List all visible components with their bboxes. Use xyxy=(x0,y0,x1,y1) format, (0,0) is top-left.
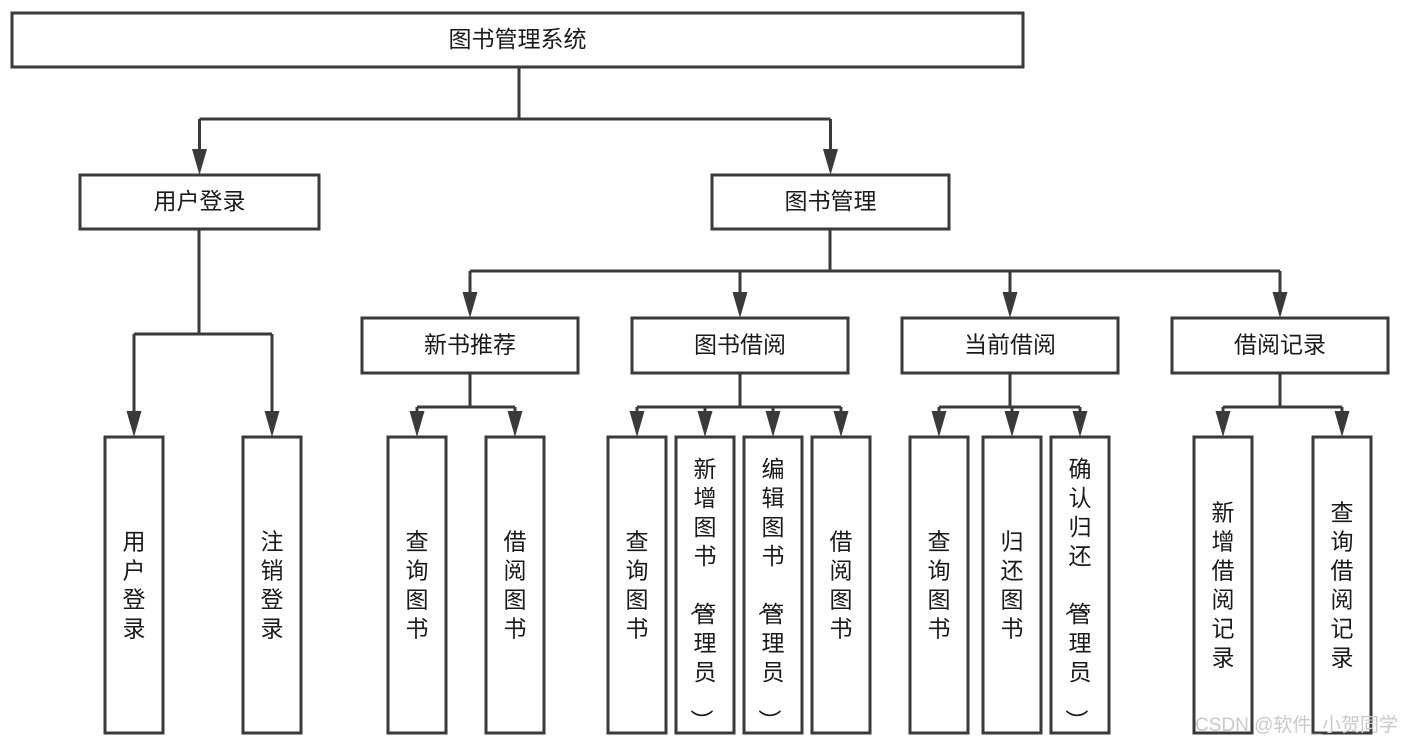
node-b-query[interactable]: 查询图书 xyxy=(606,435,668,735)
node-layer: 图书管理系统用户登录图书管理新书推荐图书借阅当前借阅借阅记录用户登录注销登录查询… xyxy=(10,11,1390,735)
node-c-confirm[interactable]: 确认归还（管理员） xyxy=(1049,435,1111,735)
node-label: 图书借阅 xyxy=(694,332,786,358)
node-box xyxy=(360,316,580,375)
node-n-query[interactable]: 查询图书 xyxy=(386,435,448,735)
arrow-head-icon xyxy=(462,292,478,318)
node-current[interactable]: 当前借阅 xyxy=(900,316,1120,375)
connector-group-newbook xyxy=(409,373,523,437)
node-login[interactable]: 用户登录 xyxy=(78,173,321,231)
node-label: 借阅图书 xyxy=(504,529,527,642)
node-box xyxy=(710,173,951,231)
node-label: 新增图书（管理员） xyxy=(689,456,717,732)
node-records[interactable]: 借阅记录 xyxy=(1170,316,1390,375)
node-box xyxy=(674,435,736,735)
node-box xyxy=(241,435,303,735)
connector-group-root xyxy=(192,67,838,175)
node-c-query[interactable]: 查询图书 xyxy=(908,435,970,735)
node-label: 确认归还（管理员） xyxy=(1064,456,1092,732)
node-label: 查询借阅记录 xyxy=(1331,500,1354,671)
node-box xyxy=(1049,435,1111,735)
arrow-head-icon xyxy=(1072,411,1088,437)
node-n-borrow[interactable]: 借阅图书 xyxy=(484,435,546,735)
connector-group-bookmgmt xyxy=(462,229,1288,318)
node-label: 当前借阅 xyxy=(964,332,1056,358)
arrow-head-icon xyxy=(1004,411,1020,437)
node-label: 查询图书 xyxy=(406,529,429,642)
node-box xyxy=(981,435,1043,735)
node-box xyxy=(1192,435,1254,735)
node-b-lend[interactable]: 借阅图书 xyxy=(810,435,872,735)
node-label: 借阅记录 xyxy=(1234,332,1326,358)
node-label: 注销登录 xyxy=(261,529,284,642)
arrow-head-icon xyxy=(1272,292,1288,318)
node-l-logout[interactable]: 注销登录 xyxy=(241,435,303,735)
node-box xyxy=(606,435,668,735)
connector-group-login xyxy=(126,229,280,437)
node-label: 查询图书 xyxy=(928,529,951,642)
node-root[interactable]: 图书管理系统 xyxy=(10,11,1025,69)
node-bookmgmt[interactable]: 图书管理 xyxy=(710,173,951,231)
node-newbook[interactable]: 新书推荐 xyxy=(360,316,580,375)
node-b-add[interactable]: 新增图书（管理员） xyxy=(674,435,736,735)
node-label: 查询图书 xyxy=(626,529,649,642)
node-box xyxy=(1311,435,1373,735)
connector-group-records xyxy=(1215,373,1350,437)
arrow-head-icon xyxy=(629,411,645,437)
node-label: 用户登录 xyxy=(123,529,146,642)
arrow-head-icon xyxy=(1215,411,1231,437)
node-box xyxy=(386,435,448,735)
node-label: 新增借阅记录 xyxy=(1212,500,1235,671)
node-r-add[interactable]: 新增借阅记录 xyxy=(1192,435,1254,735)
node-box xyxy=(908,435,970,735)
node-label: 图书管理系统 xyxy=(449,26,587,52)
node-box xyxy=(900,316,1120,375)
connector-layer xyxy=(126,67,1350,437)
arrow-head-icon xyxy=(823,149,838,175)
node-label: 新书推荐 xyxy=(424,332,516,358)
node-label: 借阅图书 xyxy=(830,529,853,642)
arrow-head-icon xyxy=(192,149,207,175)
arrow-head-icon xyxy=(697,411,713,437)
node-c-return[interactable]: 归还图书 xyxy=(981,435,1043,735)
csdn-watermark: CSDN @软件_小贺同学 xyxy=(1195,714,1398,736)
node-box xyxy=(10,11,1025,69)
node-box xyxy=(1170,316,1390,375)
node-box xyxy=(630,316,850,375)
arrow-head-icon xyxy=(1334,411,1350,437)
node-box xyxy=(742,435,804,735)
arrow-head-icon xyxy=(931,411,947,437)
arrow-head-icon xyxy=(732,292,748,318)
connector-group-current xyxy=(931,373,1088,437)
node-box xyxy=(78,173,321,231)
arrow-head-icon xyxy=(126,411,142,437)
arrow-head-icon xyxy=(264,411,280,437)
node-borrow[interactable]: 图书借阅 xyxy=(630,316,850,375)
node-box xyxy=(484,435,546,735)
node-b-edit[interactable]: 编辑图书（管理员） xyxy=(742,435,804,735)
arrow-head-icon xyxy=(1002,292,1018,318)
arrow-head-icon xyxy=(507,411,523,437)
arrow-head-icon xyxy=(409,411,425,437)
node-label: 编辑图书（管理员） xyxy=(757,456,785,732)
node-label: 归还图书 xyxy=(1001,529,1024,642)
node-label: 用户登录 xyxy=(154,188,246,214)
connector-group-borrow xyxy=(629,373,849,437)
arrow-head-icon xyxy=(833,411,849,437)
node-box xyxy=(810,435,872,735)
node-box xyxy=(103,435,165,735)
node-l-login[interactable]: 用户登录 xyxy=(103,435,165,735)
node-r-query[interactable]: 查询借阅记录 xyxy=(1311,435,1373,735)
node-label: 图书管理 xyxy=(785,188,877,214)
arrow-head-icon xyxy=(765,411,781,437)
